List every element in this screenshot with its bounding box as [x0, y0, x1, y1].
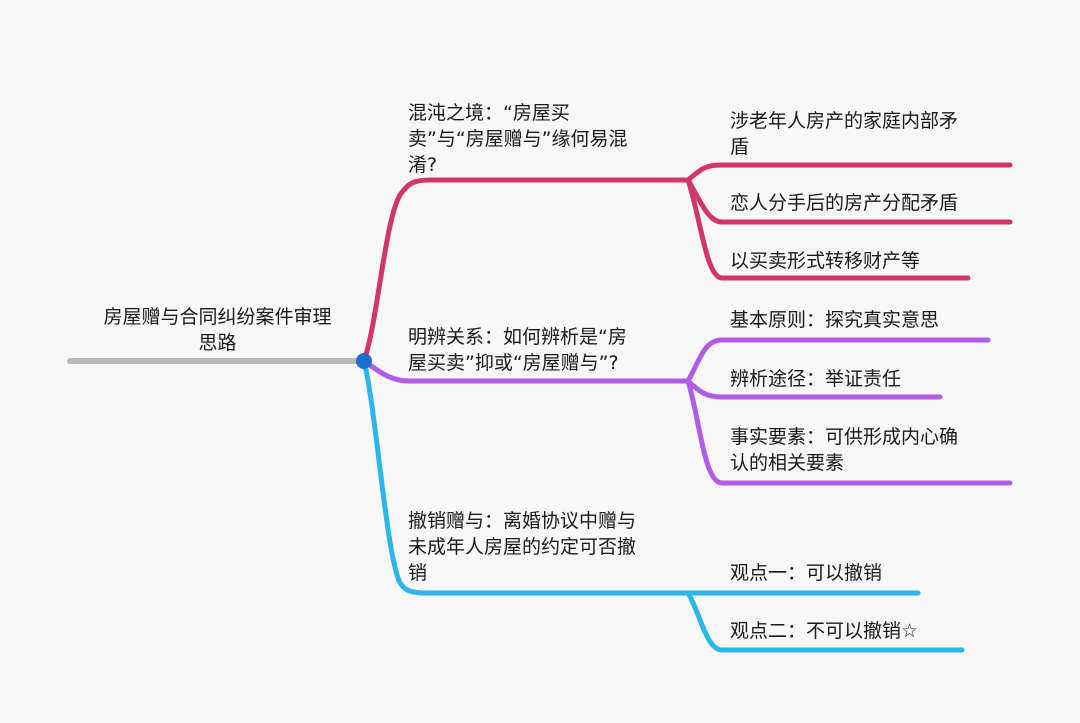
branch-2-child-1-connector	[685, 337, 991, 384]
branch-3-lines	[361, 358, 965, 653]
branch-2-topic: 明辨关系：如何辨析是“房 屋买卖”抑或“房屋赠与”?	[408, 324, 627, 376]
branch-2-child-3-connector	[685, 378, 1013, 486]
branch-3-topic-line-1: 撤销赠与：离婚协议中赠与	[408, 510, 637, 532]
branch-2-child-2: 辨析途径：举证责任	[730, 366, 901, 392]
branch-1-topic: 混沌之境：“房屋买 卖”与“房屋赠与”缘何易混 淆?	[408, 100, 628, 178]
branch-3-topic: 撤销赠与：离婚协议中赠与 未成年人房屋的约定可否撤 销	[408, 508, 636, 586]
branch-3-topic-line-2: 未成年人房屋的约定可否撤	[408, 536, 637, 558]
branch-2-child-1: 基本原则：探究真实意思	[730, 307, 939, 333]
branch-1-child-1-line-2: 盾	[730, 136, 750, 158]
branch-3-topic-line-3: 销	[408, 562, 428, 584]
branch-3-child-2: 观点二：不可以撤销☆	[730, 618, 918, 644]
branch-1-child-2: 恋人分手后的房产分配矛盾	[730, 190, 958, 216]
branch-1-connector	[361, 177, 691, 364]
branch-1-topic-line-3: 淆?	[408, 154, 438, 176]
root-node-dot	[356, 353, 372, 369]
branch-2-child-3-line-2: 认的相关要素	[730, 452, 845, 474]
branch-1-child-1-line-1: 涉老年人房产的家庭内部矛	[730, 110, 959, 132]
branch-3-child-1-line-1: 观点一：可以撤销	[730, 562, 883, 584]
branch-2-child-2-connector	[685, 378, 943, 400]
root-topic-line-2: 思路	[198, 332, 237, 354]
branch-1-lines	[361, 162, 1013, 364]
branch-3-child-1: 观点一：可以撤销	[730, 560, 882, 586]
branch-1-child-3-connector	[685, 177, 971, 281]
branch-1-topic-line-2: 卖”与“房屋赠与”缘何易混	[408, 128, 628, 150]
branch-1-topic-line-1: 混沌之境：“房屋买	[408, 102, 570, 124]
branch-1-child-3-line-1: 以买卖形式转移财产等	[730, 250, 921, 272]
root-topic: 房屋赠与合同纠纷案件审理 思路	[80, 304, 355, 356]
branch-3-child-2-line-1: 观点二：不可以撤销☆	[730, 620, 919, 642]
branch-1-child-1-connector	[685, 162, 1013, 183]
branch-2-topic-line-2: 屋买卖”抑或“房屋赠与”?	[408, 352, 619, 374]
branch-2-child-3: 事实要素：可供形成内心确 认的相关要素	[730, 424, 958, 476]
branch-2-topic-line-1: 明辨关系：如何辨析是“房	[408, 326, 627, 348]
branch-2-child-2-line-1: 辨析途径：举证责任	[730, 368, 902, 390]
branch-3-connector	[361, 358, 691, 596]
branch-3-child-2-connector	[685, 590, 965, 653]
branch-2-child-1-line-1: 基本原则：探究真实意思	[730, 309, 940, 331]
branch-1-child-3: 以买卖形式转移财产等	[730, 248, 920, 274]
branch-1-child-2-line-1: 恋人分手后的房产分配矛盾	[730, 192, 959, 214]
branch-2-child-3-line-1: 事实要素：可供形成内心确	[730, 426, 959, 448]
branch-1-child-1: 涉老年人房产的家庭内部矛 盾	[730, 108, 958, 160]
root-topic-line-1: 房屋赠与合同纠纷案件审理	[103, 306, 332, 328]
